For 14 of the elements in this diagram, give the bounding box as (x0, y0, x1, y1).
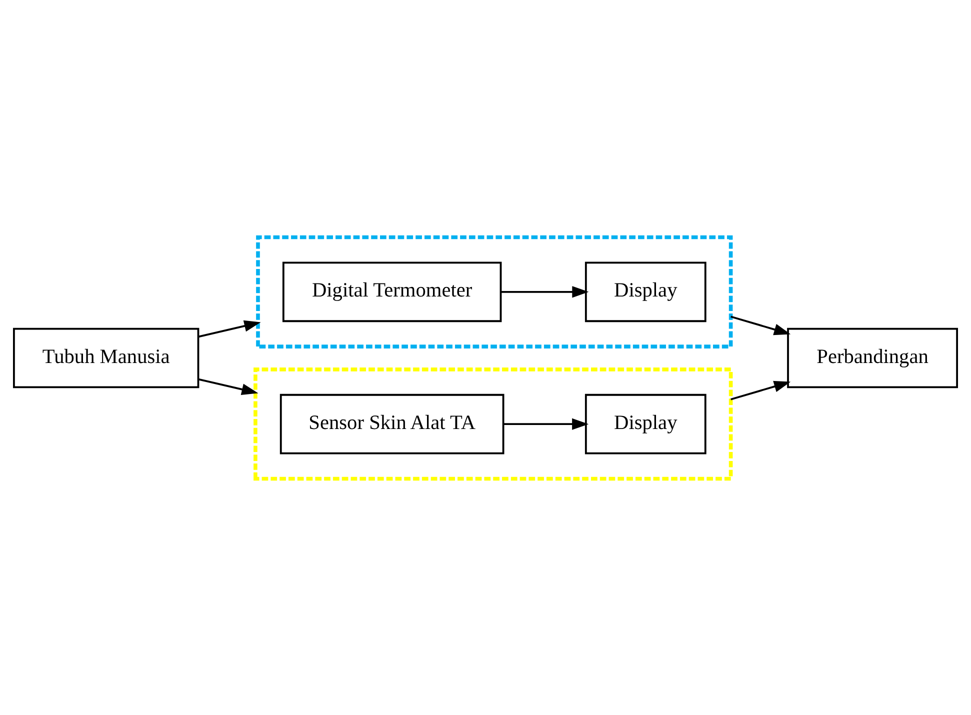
node-box: Tubuh Manusia (13, 327, 200, 388)
cluster (256, 234, 733, 348)
node-box: Display (584, 261, 706, 322)
arrow (503, 418, 589, 430)
node-box: Display (584, 393, 706, 454)
arrow (730, 315, 791, 335)
node-box: Sensor Skin Alat TA (280, 393, 504, 454)
arrow (198, 320, 261, 338)
cluster (254, 367, 733, 480)
arrow (500, 286, 589, 298)
arrow (198, 378, 258, 395)
arrow (730, 380, 791, 400)
node-box: Perbandingan (787, 327, 958, 388)
node-box: Digital Termometer (282, 261, 502, 322)
